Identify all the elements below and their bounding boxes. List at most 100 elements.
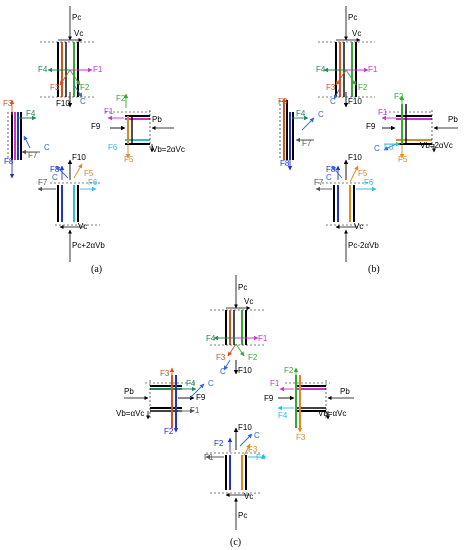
arrow-f3-a bbox=[59, 69, 71, 86]
panel-c: Pc Vc F4 F1 F3 F2 F10 C F3 F4 Pb bbox=[116, 275, 354, 548]
label-c-bottom-b: C bbox=[326, 173, 332, 182]
label-f4-bottom-c: F4 bbox=[256, 453, 266, 462]
label-c-top-b: C bbox=[330, 97, 336, 106]
label-f6-bottom-b: F6 bbox=[364, 178, 374, 187]
label-f10-bottom-a: F10 bbox=[72, 153, 86, 162]
label-pc-top-c: Pc bbox=[238, 283, 247, 292]
label-f10-bottom-b: F10 bbox=[348, 153, 362, 162]
label-vb-b: Vb=2αVc bbox=[420, 141, 453, 150]
right-beam-a bbox=[105, 110, 151, 148]
arrow-c-bottom-b bbox=[331, 165, 343, 179]
label-f4-left-c: F4 bbox=[186, 379, 196, 388]
label-f4-left-a: F4 bbox=[26, 109, 36, 118]
label-f7-b: F7 bbox=[302, 139, 312, 148]
label-f10-c: F10 bbox=[238, 366, 252, 375]
label-pb-b: Pb bbox=[448, 115, 458, 124]
label-f9-right-c: F9 bbox=[264, 394, 274, 403]
label-f2-a: F2 bbox=[80, 83, 90, 92]
arrow-c-left-b bbox=[301, 117, 315, 131]
label-c-left-a: C bbox=[44, 143, 50, 152]
label-c-left-b: C bbox=[318, 110, 324, 119]
label-f1-a: F1 bbox=[93, 65, 103, 74]
label-vb-right-c: Vb=αVc bbox=[318, 409, 346, 418]
panel-a: Pc Vc F4 F1 F3 F2 F10 C F3 F4 bbox=[3, 6, 185, 275]
label-pc-bottom-c: Pc bbox=[238, 511, 247, 520]
label-f8-left-a: F8 bbox=[4, 157, 14, 166]
label-f2-right-a: F2 bbox=[116, 94, 126, 103]
label-c-top-c: C bbox=[220, 367, 226, 376]
label-pc-bottom-b: Pc-2αVb bbox=[348, 241, 379, 250]
label-f6-right-b: F6 bbox=[384, 143, 394, 152]
label-f3-left-c: F3 bbox=[160, 369, 170, 378]
arrow-f3-b bbox=[335, 69, 347, 86]
label-f4-left-b: F4 bbox=[296, 109, 306, 118]
label-f6-a: F6 bbox=[108, 143, 118, 152]
left-beam-c bbox=[145, 375, 195, 428]
label-f1-right-a: F1 bbox=[104, 107, 114, 116]
bottom-column-b bbox=[318, 182, 370, 226]
top-column-b bbox=[318, 41, 375, 98]
label-f8-bottom-b: F8 bbox=[326, 165, 336, 174]
label-f1-b: F1 bbox=[368, 65, 378, 74]
label-f10-a: F10 bbox=[56, 99, 70, 108]
right-beam-b bbox=[385, 104, 433, 148]
label-f3-left-b: F3 bbox=[278, 97, 288, 106]
label-vc-bottom-a: Vc bbox=[78, 222, 87, 231]
label-pc-top-a: Pc bbox=[72, 13, 81, 22]
label-f4-right-c: F4 bbox=[278, 411, 288, 420]
label-vc-top-a: Vc bbox=[74, 29, 83, 38]
bottom-column-c bbox=[206, 452, 262, 494]
label-pb-left-c: Pb bbox=[124, 387, 134, 396]
label-vc-bottom-c: Vc bbox=[244, 492, 253, 501]
left-beam-b bbox=[279, 100, 294, 160]
top-column-c bbox=[210, 309, 265, 346]
caption-b: (b) bbox=[368, 264, 380, 275]
label-pc-bottom-a: Pc+2αVb bbox=[72, 241, 105, 250]
label-f3-bottom-c: F3 bbox=[248, 445, 258, 454]
arrow-c-right-b bbox=[383, 143, 397, 151]
label-f1-right-c: F1 bbox=[270, 379, 280, 388]
label-f2-bottom-c: F2 bbox=[214, 439, 224, 448]
label-f2-b: F2 bbox=[358, 83, 368, 92]
label-f1-left-c: F1 bbox=[190, 406, 200, 415]
label-f10-bottom-c: F10 bbox=[238, 423, 252, 432]
label-vc-top-b: Vc bbox=[352, 29, 361, 38]
label-f7-a: F7 bbox=[28, 151, 38, 160]
label-f3-a: F3 bbox=[50, 83, 60, 92]
label-f6-bottom-a: F6 bbox=[88, 178, 98, 187]
right-beam-c bbox=[285, 375, 330, 428]
label-f8-bottom-a: F8 bbox=[50, 165, 60, 174]
arrow-f3-c bbox=[227, 343, 237, 357]
arrow-f5-bottom-b bbox=[349, 165, 359, 183]
caption-c: (c) bbox=[230, 537, 241, 548]
label-f5-bottom-b: F5 bbox=[358, 169, 368, 178]
label-f3-b: F3 bbox=[326, 83, 336, 92]
arrow-c-top-c bbox=[223, 359, 231, 371]
label-c-bottom-c: C bbox=[254, 431, 260, 440]
label-f9-a: F9 bbox=[91, 122, 101, 131]
label-f2-right-b: F2 bbox=[394, 92, 404, 101]
arrow-c-bottom-a bbox=[55, 165, 69, 179]
label-c-right-b: C bbox=[374, 144, 380, 153]
label-vc-bottom-b: Vc bbox=[354, 222, 363, 231]
arrow-c-left-a bbox=[23, 135, 31, 149]
label-f4-a: F4 bbox=[38, 65, 48, 74]
arrow-f2-b bbox=[345, 69, 357, 86]
label-f4-b: F4 bbox=[316, 65, 326, 74]
label-f1-right-b: F1 bbox=[378, 108, 388, 117]
label-pb-right-c: Pb bbox=[340, 387, 350, 396]
label-f9-b: F9 bbox=[366, 122, 376, 131]
label-f5-a: F5 bbox=[124, 155, 134, 164]
label-f5-right-b: F5 bbox=[398, 155, 408, 164]
label-f1-bottom-c: F1 bbox=[204, 453, 214, 462]
label-f3-right-c: F3 bbox=[296, 433, 306, 442]
bottom-column-a bbox=[50, 182, 100, 226]
label-f7-bottom-a: F7 bbox=[38, 178, 48, 187]
label-f9-left-c: F9 bbox=[196, 393, 206, 402]
label-f10-b: F10 bbox=[348, 97, 362, 106]
label-f4-c: F4 bbox=[206, 334, 216, 343]
label-f5-bottom-a: F5 bbox=[84, 169, 94, 178]
label-vb-a: Vb=2αVc bbox=[152, 145, 185, 154]
arrow-f5-bottom-a bbox=[73, 163, 83, 179]
